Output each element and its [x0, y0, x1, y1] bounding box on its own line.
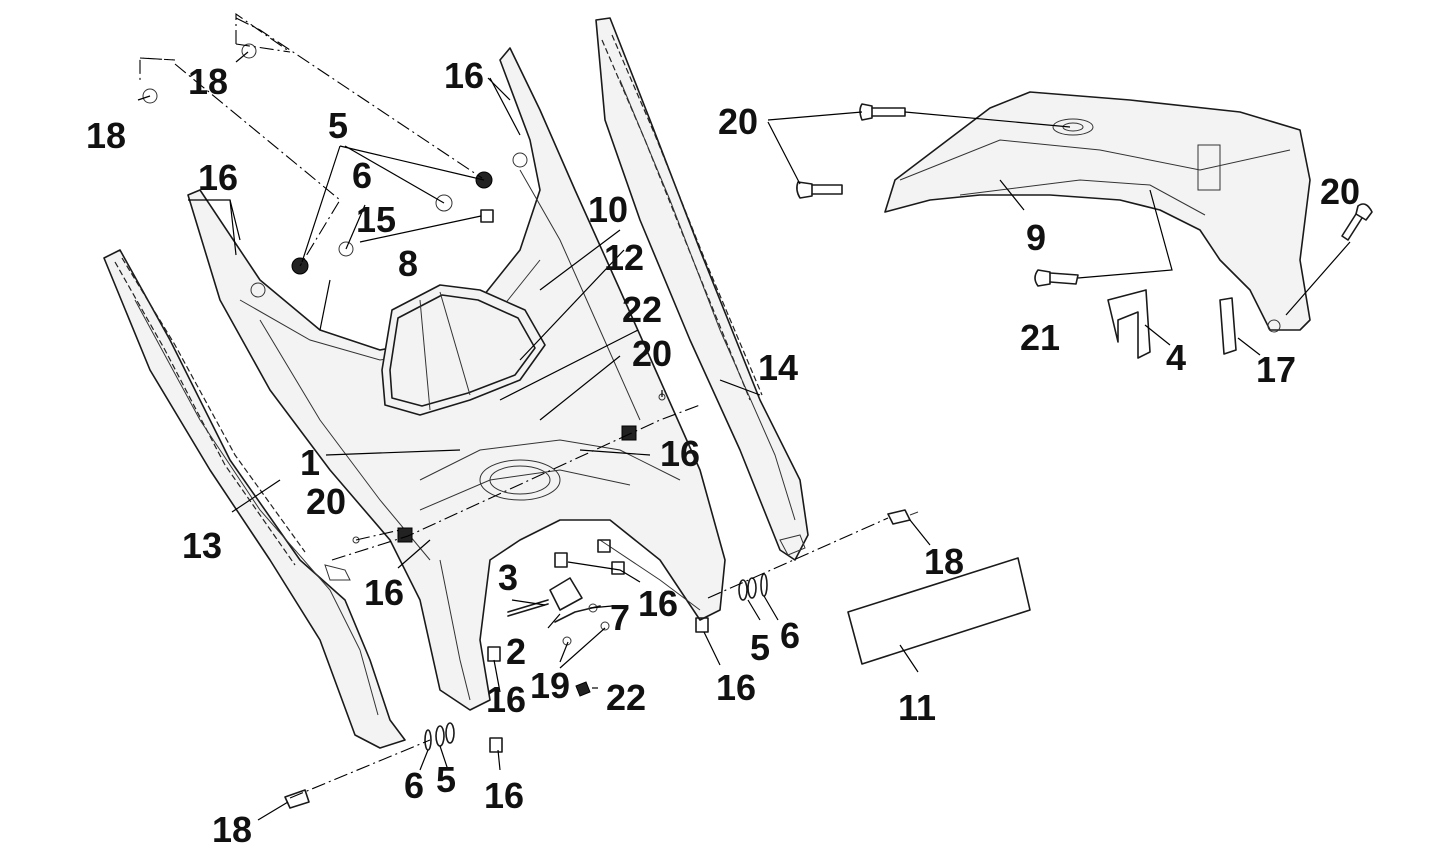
callout-16: 16	[660, 433, 700, 474]
callout-4: 4	[1166, 337, 1186, 378]
left-side-panel	[103, 249, 406, 749]
label-sticker	[847, 557, 1031, 665]
leader-lines	[137, 12, 1351, 821]
callout-16: 16	[486, 679, 526, 720]
callout-20: 20	[718, 101, 758, 142]
callout-3: 3	[498, 557, 518, 598]
callout-5: 5	[436, 759, 456, 800]
right-side-panel	[595, 17, 809, 561]
callout-14: 14	[758, 347, 798, 388]
callout-22: 22	[622, 289, 662, 330]
callout-19: 19	[530, 665, 570, 706]
callout-2: 2	[506, 631, 526, 672]
callout-6: 6	[352, 155, 372, 196]
callout-16: 16	[638, 583, 678, 624]
fasteners	[142, 43, 919, 809]
callout-6: 6	[780, 615, 800, 656]
callout-18: 18	[212, 809, 252, 850]
callout-16: 16	[444, 55, 484, 96]
callout-10: 10	[588, 189, 628, 230]
callout-18: 18	[924, 541, 964, 582]
callout-22: 22	[606, 677, 646, 718]
callout-16: 16	[198, 157, 238, 198]
callout-5: 5	[328, 105, 348, 146]
callout-18: 18	[188, 61, 228, 102]
callout-8: 8	[398, 243, 418, 284]
rear-bracket	[884, 91, 1311, 333]
callout-labels: 18 18 5 6 16 15 8 16 10 12 22 20 14 1 16…	[86, 55, 1360, 850]
callout-18: 18	[86, 115, 126, 156]
callout-13: 13	[182, 525, 222, 566]
callout-21: 21	[1020, 317, 1060, 358]
callout-1: 1	[300, 442, 320, 483]
callout-6: 6	[404, 765, 424, 806]
callout-15: 15	[356, 199, 396, 240]
callout-11: 11	[898, 687, 936, 728]
callout-16: 16	[484, 775, 524, 816]
callout-16: 16	[716, 667, 756, 708]
callout-20: 20	[306, 481, 346, 522]
callout-5: 5	[750, 627, 770, 668]
callout-20: 20	[1320, 171, 1360, 212]
callout-17: 17	[1256, 349, 1296, 390]
callout-7: 7	[610, 597, 630, 638]
callout-9: 9	[1026, 217, 1046, 258]
callout-20: 20	[632, 333, 672, 374]
callout-12: 12	[604, 237, 644, 278]
callout-16: 16	[364, 572, 404, 613]
storage-box	[381, 284, 546, 416]
